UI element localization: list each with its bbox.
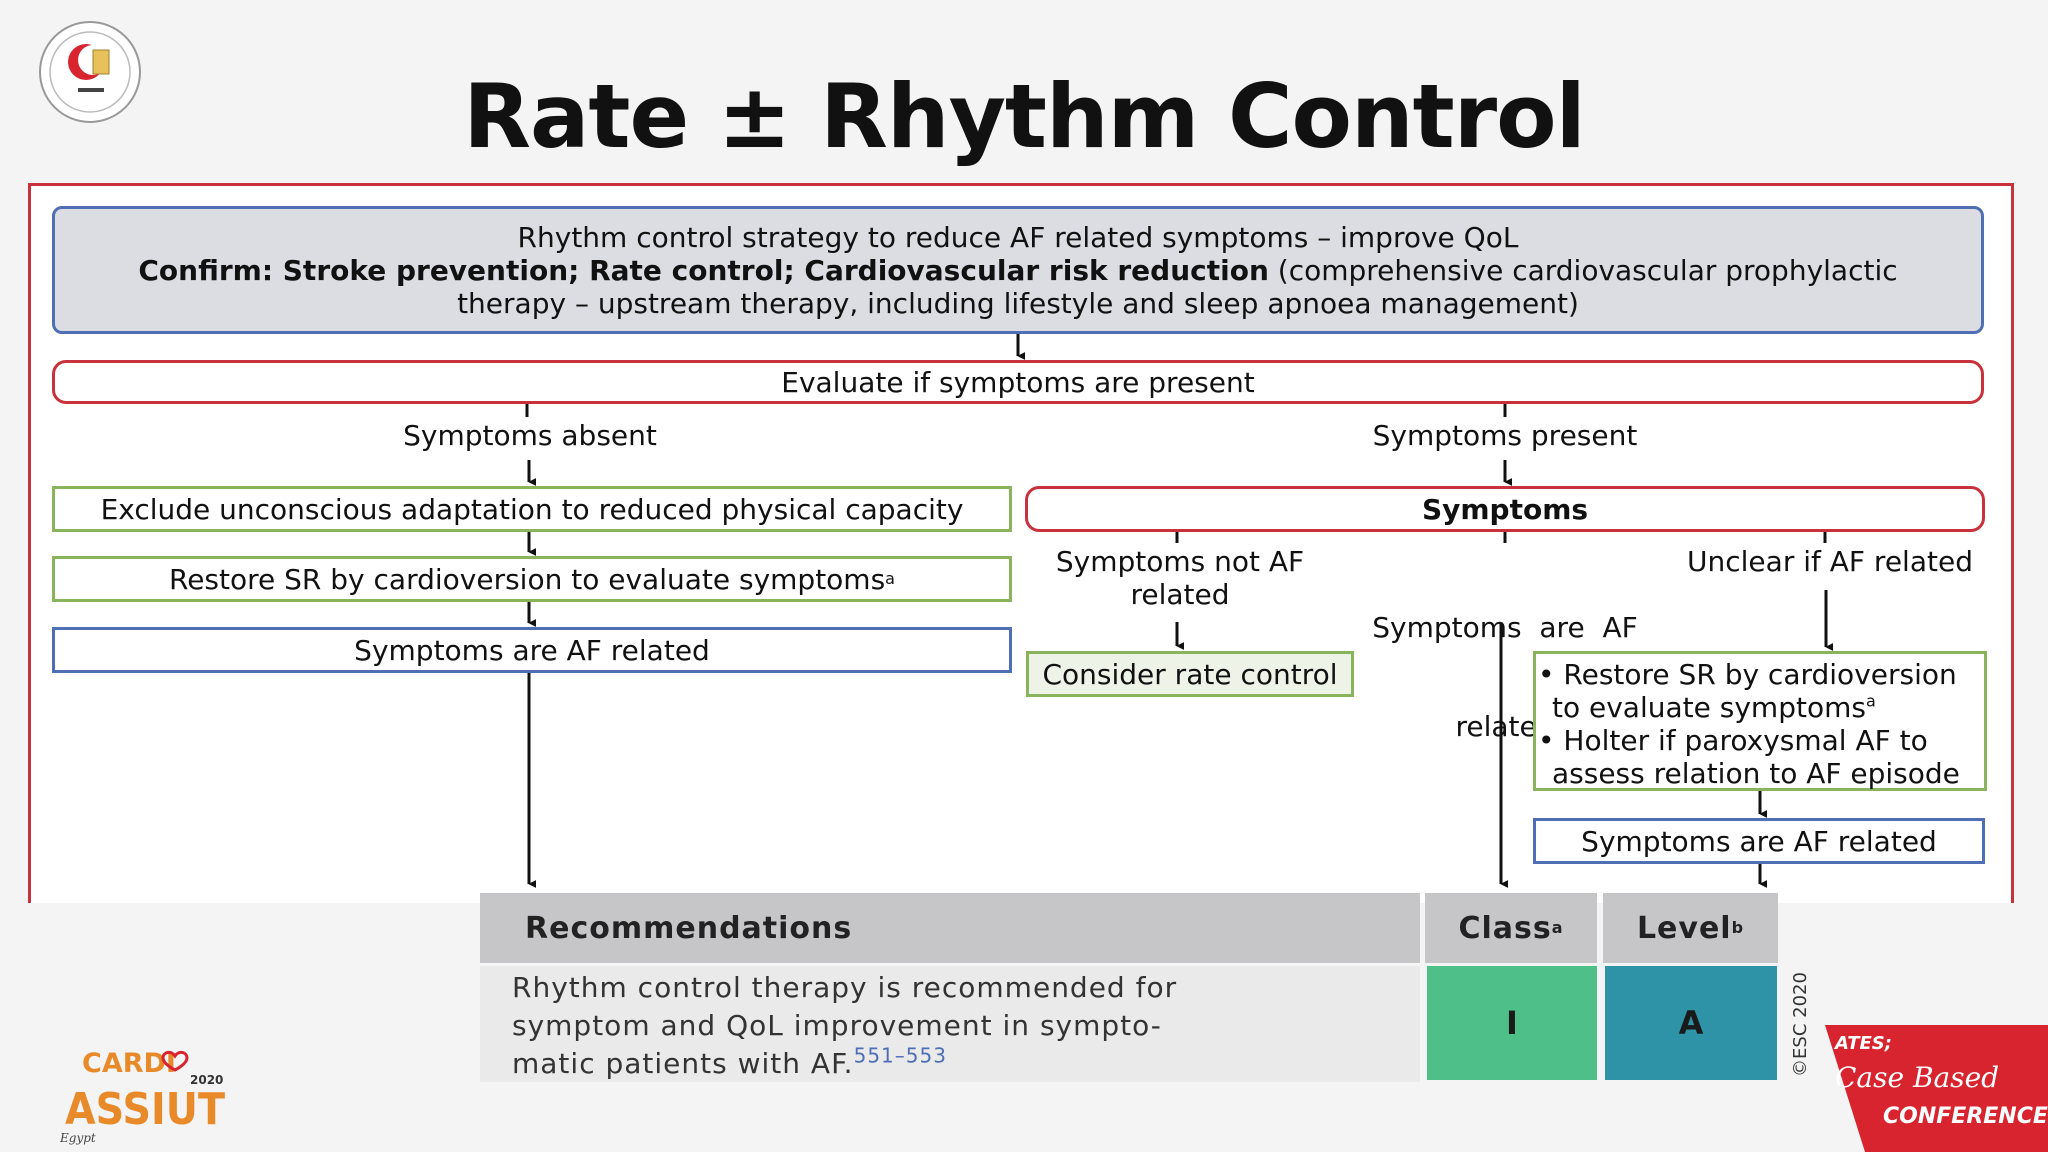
badge-line-3: CONFERENCE — [1883, 1104, 2048, 1129]
case-based-conference-badge: ATES; Case Based CONFERENCE — [1825, 1025, 2048, 1152]
recommendation-line-1: Rhythm control therapy is recommended fo… — [512, 971, 1178, 1004]
badge-line-1: ATES; — [1833, 1033, 1892, 1054]
evaluate-box: Evaluate if symptoms are present — [52, 360, 1984, 404]
strategy-line-1: Rhythm control strategy to reduce AF rel… — [517, 220, 1519, 254]
esc-copyright-text: ©ESC 2020 — [1789, 971, 1811, 1077]
heart-icon — [161, 1050, 189, 1072]
recommendation-line-3-wrap: matic patients with AF.551–553 — [512, 1045, 1412, 1083]
recommendation-line-3: matic patients with AF. — [512, 1047, 854, 1080]
symptoms-present-label: Symptoms present — [1372, 419, 1638, 452]
bullet-1-line-1: • Restore SR by cardioversion — [1538, 658, 1957, 691]
class-value: I — [1427, 966, 1597, 1080]
class-header-text: Class — [1458, 910, 1552, 946]
bullet-2-line-1: • Holter if paroxysmal AF to — [1538, 724, 1928, 757]
restore-sr-box: Restore SR by cardioversion to evaluate … — [52, 556, 1012, 602]
symptoms-box: Symptoms — [1025, 486, 1985, 532]
recommendation-row-bg — [480, 966, 1420, 1082]
slide-title: Rate ± Rhythm Control — [463, 65, 1586, 168]
cardio-logo-egypt: Egypt — [60, 1131, 96, 1145]
restore-holter-box: • Restore SR by cardioversion to evaluat… — [1533, 651, 1987, 791]
are-af-related-line-1: Symptoms are AF — [1372, 611, 1638, 644]
symptoms-absent-label: Symptoms absent — [403, 419, 657, 452]
recommendations-header: Recommendations — [525, 910, 853, 946]
cardio-assiut-logo: CARDI 2020 ASSIUT Egypt — [60, 1048, 225, 1145]
bullet-1-line-2-wrap: to evaluate symptomsa — [1538, 691, 1984, 724]
exclude-adaptation-box: Exclude unconscious adaptation to reduce… — [52, 486, 1012, 532]
af-related-left-box: Symptoms are AF related — [52, 627, 1012, 673]
cardio-logo-top: CARDI — [82, 1048, 176, 1079]
bullet-1-sup: a — [1865, 691, 1876, 711]
faculty-logo-icon — [39, 21, 141, 123]
recommendation-refs: 551–553 — [853, 1043, 947, 1068]
level-header-text: Level — [1636, 910, 1732, 946]
bullet-1-line-2: to evaluate symptoms — [1552, 691, 1866, 724]
not-af-related-line-1: Symptoms not AF — [1055, 545, 1305, 578]
strategy-line-2-bold: Confirm: Stroke prevention; Rate control… — [138, 253, 1269, 287]
unclear-af-label: Unclear if AF related — [1687, 545, 1973, 578]
bullet-2-line-2: assess relation to AF episode — [1552, 757, 1960, 790]
recommendation-text: Rhythm control therapy is recommended fo… — [512, 966, 1412, 1082]
strategy-line-2-rest: (comprehensive cardiovascular prophylact… — [1268, 253, 1898, 287]
not-af-related-label: Symptoms not AF related — [1030, 545, 1330, 611]
strategy-box: Rhythm control strategy to reduce AF rel… — [52, 206, 1984, 334]
recommendation-line-2: symptom and QoL improvement in sympto- — [512, 1009, 1162, 1042]
strategy-line-2: Confirm: Stroke prevention; Rate control… — [138, 254, 1897, 287]
not-af-related-line-2: related — [1130, 578, 1230, 611]
restore-sr-text: Restore SR by cardioversion to evaluate … — [169, 562, 886, 596]
level-value: A — [1605, 966, 1777, 1080]
badge-line-2: Case Based — [1835, 1061, 1999, 1094]
recommendations-header-bg — [480, 893, 1420, 963]
cardio-logo-year: 2020 — [190, 1073, 223, 1087]
strategy-line-3: therapy – upstream therapy, including li… — [457, 286, 1579, 320]
esc-copyright: ©ESC 2020 — [1770, 965, 1830, 1083]
af-related-right-box: Symptoms are AF related — [1533, 818, 1985, 864]
rate-control-box: Consider rate control — [1026, 651, 1354, 697]
cardio-logo-bottom: ASSIUT — [65, 1084, 225, 1135]
